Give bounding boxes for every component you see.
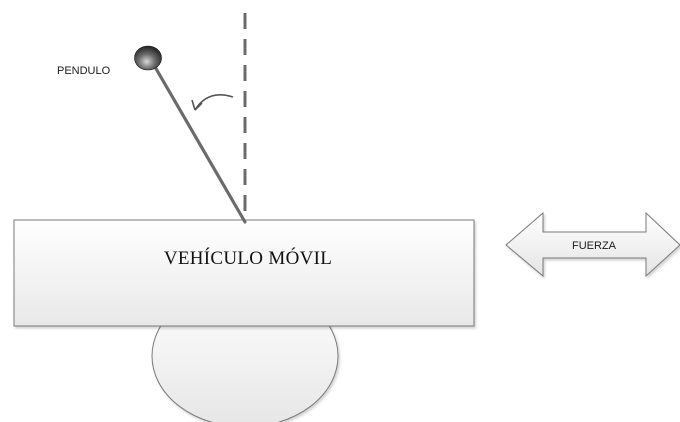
vehicle-body — [13, 219, 475, 327]
force-label: FUERZA — [572, 240, 617, 252]
vehicle-label: VEHÍCULO MÓVIL — [164, 247, 332, 269]
curved-arrow-icon — [191, 94, 234, 111]
pendulum-rod — [149, 58, 247, 224]
pendulum-bob — [134, 45, 162, 71]
pendulum-label: PENDULO — [57, 65, 111, 77]
double-arrow-icon — [505, 211, 680, 278]
